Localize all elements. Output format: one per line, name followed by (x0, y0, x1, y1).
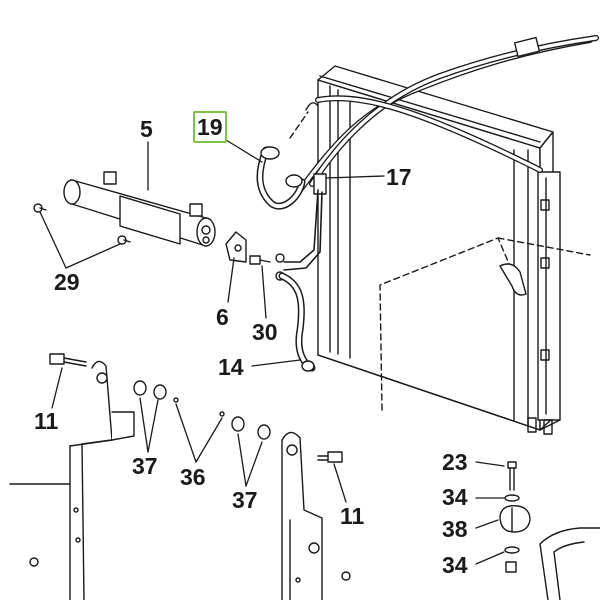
callout-23: 23 (442, 449, 468, 475)
callout-14: 14 (218, 354, 244, 380)
callout-11-right: 11 (340, 503, 365, 529)
callout-30: 30 (252, 319, 278, 345)
callout-5: 5 (140, 116, 153, 142)
leader-lines (39, 139, 505, 565)
clamp-38 (499, 505, 531, 533)
callout-6: 6 (216, 304, 229, 330)
hose-clip (499, 263, 527, 296)
frame-tube (539, 527, 600, 600)
callout-36: 36 (180, 464, 206, 490)
nut (505, 561, 517, 573)
pipe-19 (256, 102, 319, 210)
left-bracket (9, 360, 135, 600)
hose-17 (297, 35, 599, 195)
callout-38: 38 (442, 516, 468, 542)
pipe-lines (275, 189, 323, 281)
callout-29: 29 (54, 269, 80, 295)
receiver-drier (63, 171, 216, 247)
bolt-30 (249, 255, 271, 265)
callout-17: 17 (386, 164, 412, 190)
washer-37-left (133, 380, 271, 440)
right-bracket (281, 431, 323, 600)
bracket-6 (225, 231, 247, 263)
condenser-core (317, 65, 561, 435)
pipe-14 (278, 272, 316, 372)
callout-34-bottom: 34 (442, 552, 468, 578)
callout-37-right: 37 (232, 487, 258, 513)
bolt-11-right (317, 451, 343, 463)
callout-11-left: 11 (34, 408, 59, 434)
bolt-29 (33, 203, 131, 245)
phantom-bracket (289, 111, 591, 411)
bolt-11-left (49, 353, 87, 367)
callout-37-left: 37 (132, 453, 158, 479)
callout-19-highlighted: 19 (193, 111, 227, 143)
washer-34-top (504, 494, 520, 502)
bolt-23 (507, 461, 517, 491)
washer-34-bottom (504, 546, 520, 554)
callout-34-top: 34 (442, 484, 468, 510)
